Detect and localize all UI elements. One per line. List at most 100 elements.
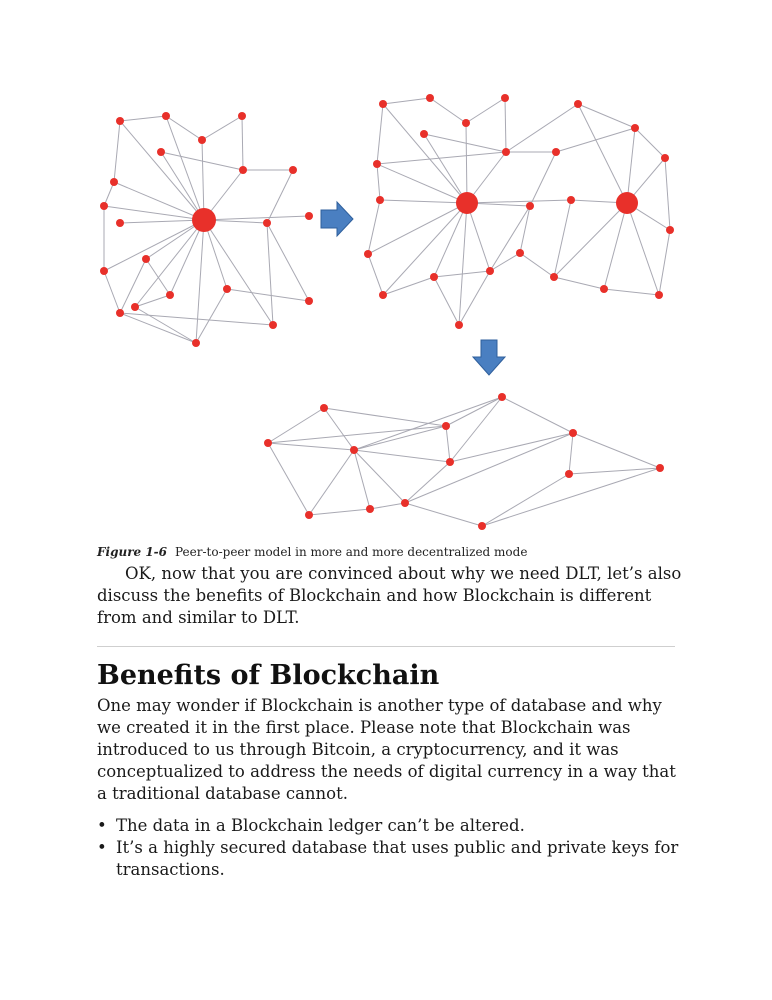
network-edge <box>266 169 294 224</box>
network-node <box>462 119 470 127</box>
network-decentralized-edges <box>367 97 671 326</box>
network-node <box>379 100 387 108</box>
network-node <box>661 154 669 162</box>
network-edge <box>134 306 197 344</box>
network-centralized-edges <box>103 115 310 344</box>
network-edge <box>160 151 205 221</box>
network-node <box>430 273 438 281</box>
network-edge <box>323 407 447 427</box>
network-edge <box>404 502 483 527</box>
network-node <box>442 422 450 430</box>
network-edge <box>145 258 171 296</box>
network-edge <box>382 97 431 105</box>
network-edge <box>458 202 468 326</box>
network-edge <box>658 229 671 296</box>
network-edge <box>568 432 574 475</box>
network-edge <box>367 199 381 255</box>
network-edge <box>603 288 660 296</box>
network-node <box>238 112 246 120</box>
central-hub-node <box>192 208 216 232</box>
network-node <box>269 321 277 329</box>
network-node <box>569 429 577 437</box>
network-edge <box>433 276 460 326</box>
network-centralized <box>100 112 313 347</box>
benefits-list: • The data in a Blockchain ledger can’t … <box>97 815 687 881</box>
network-edge <box>382 103 468 204</box>
network-edge <box>376 163 468 204</box>
network-edge <box>603 202 628 290</box>
network-edge <box>267 425 447 444</box>
network-edge <box>519 252 555 278</box>
network-node <box>498 393 506 401</box>
network-node <box>131 303 139 311</box>
network-node <box>666 226 674 234</box>
network-node <box>600 285 608 293</box>
network-edge <box>241 115 244 171</box>
network-node <box>350 446 358 454</box>
network-node <box>655 291 663 299</box>
network-edge <box>501 396 574 434</box>
network-edge <box>423 133 468 204</box>
list-item: • The data in a Blockchain ledger can’t … <box>97 815 687 837</box>
network-node <box>552 148 560 156</box>
network-node <box>223 285 231 293</box>
network-edge <box>489 205 531 272</box>
network-edge <box>369 502 406 510</box>
network-node <box>373 160 381 168</box>
network-node <box>192 339 200 347</box>
network-node <box>364 250 372 258</box>
network-edge <box>489 252 521 272</box>
network-node <box>486 267 494 275</box>
network-edge <box>458 270 491 326</box>
list-item-text: It’s a highly secured database that uses… <box>116 838 679 879</box>
network-node <box>305 212 313 220</box>
network-node <box>501 94 509 102</box>
network-edge <box>481 473 570 527</box>
network-edge <box>465 97 506 124</box>
network-edge <box>382 202 468 296</box>
section-heading: Benefits of Blockchain <box>97 660 440 691</box>
network-node <box>110 178 118 186</box>
network-edge <box>449 396 503 463</box>
network-edge <box>376 151 507 165</box>
network-edge <box>577 103 628 204</box>
section-divider <box>97 646 675 647</box>
network-edge <box>519 205 531 254</box>
network-edge <box>119 219 205 224</box>
bullet-icon: • <box>97 838 107 857</box>
network-edge <box>429 97 467 124</box>
network-edge <box>404 461 451 504</box>
network-edge <box>553 202 628 278</box>
network-node <box>366 505 374 513</box>
network-node <box>116 219 124 227</box>
network-edge <box>165 115 203 141</box>
network-figure <box>100 94 674 530</box>
figure-label: Figure 1-6 <box>97 545 168 559</box>
network-node <box>401 499 409 507</box>
network-edge <box>103 181 115 207</box>
network-edge <box>267 407 325 444</box>
network-node <box>198 136 206 144</box>
network-edge <box>553 276 605 290</box>
network-node <box>420 130 428 138</box>
network-edge <box>353 449 406 504</box>
network-edge <box>134 219 205 308</box>
bullet-icon: • <box>97 816 107 835</box>
network-edge <box>529 151 557 207</box>
network-edge <box>626 127 636 204</box>
network-edge <box>504 97 507 153</box>
network-edge <box>266 222 310 302</box>
network-edge <box>165 115 205 221</box>
network-edge <box>379 199 468 204</box>
network-edge <box>160 151 244 171</box>
network-node <box>567 196 575 204</box>
network-edge <box>353 449 371 510</box>
network-edge <box>266 222 274 326</box>
network-node <box>565 470 573 478</box>
network-node <box>305 297 313 305</box>
network-edge <box>201 139 205 221</box>
intro-paragraph: OK, now that you are convinced about why… <box>97 564 682 627</box>
network-edge <box>119 258 147 314</box>
network-node <box>574 100 582 108</box>
hub-node-1 <box>456 192 478 214</box>
